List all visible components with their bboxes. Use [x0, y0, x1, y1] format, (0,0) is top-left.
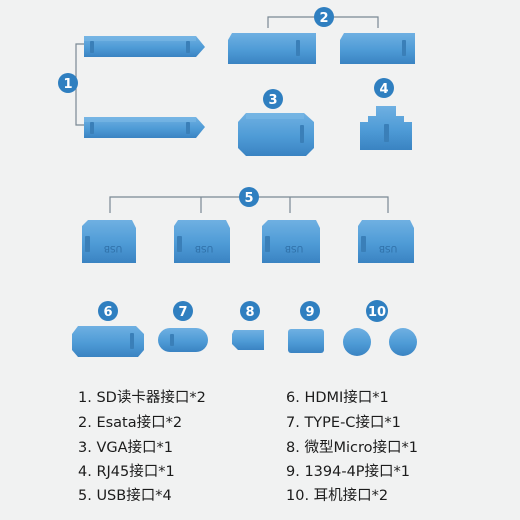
usb-label-3: USB: [285, 243, 303, 253]
legend-item-2: 2. Esata接口*2: [78, 415, 183, 431]
earphone-plug-left: [343, 328, 371, 356]
badge-9: 9: [300, 301, 320, 321]
legend: 1. SD读卡器接口*2 2. Esata接口*2 3. VGA接口*1 4. …: [0, 380, 520, 510]
svg-text:8: 8: [245, 305, 254, 320]
svg-text:5: 5: [244, 191, 253, 206]
svg-text:4: 4: [379, 82, 388, 97]
svg-text:3: 3: [268, 93, 277, 108]
legend-item-8: 8. 微型Micro接口*1: [286, 440, 418, 456]
usb-plug-2: USB: [174, 220, 230, 263]
usb-plug-4: USB: [358, 220, 414, 263]
usb-label-4: USB: [379, 243, 397, 253]
rj45-plug: [360, 106, 412, 150]
usb-plug-3: USB: [262, 220, 320, 263]
svg-text:1: 1: [63, 77, 72, 92]
badge-8: 8: [240, 301, 260, 321]
legend-item-3: 3. VGA接口*1: [78, 440, 173, 456]
usb-label-2: USB: [195, 243, 213, 253]
type-c-plug: [158, 328, 208, 352]
esata-plug-left: [228, 33, 316, 64]
hdmi-plug: [72, 326, 144, 357]
usb-plug-1: USB: [82, 220, 136, 263]
legend-item-4: 4. RJ45接口*1: [78, 464, 175, 480]
vga-plug: [238, 113, 314, 156]
legend-item-7: 7. TYPE-C接口*1: [286, 415, 401, 431]
micro-usb-plug: [232, 330, 264, 350]
legend-item-5: 5. USB接口*4: [78, 488, 172, 504]
legend-item-10: 10. 耳机接口*2: [286, 488, 389, 504]
badge-7: 7: [173, 301, 193, 321]
badge-10: 10: [366, 300, 388, 322]
legend-item-6: 6. HDMI接口*1: [286, 390, 389, 406]
svg-text:2: 2: [319, 11, 328, 26]
legend-item-9: 9. 1394-4P接口*1: [286, 464, 411, 480]
badge-5: 5: [239, 187, 259, 207]
svg-text:9: 9: [305, 305, 314, 320]
badge-2: 2: [314, 7, 334, 27]
sd-card-plug-top: [84, 36, 205, 57]
sd-card-plug-bottom: [84, 117, 205, 138]
esata-plug-right: [340, 33, 415, 64]
badge-6: 6: [98, 301, 118, 321]
legend-item-1: 1. SD读卡器接口*2: [78, 390, 206, 406]
svg-text:10: 10: [368, 305, 386, 320]
usb-label-1: USB: [104, 243, 122, 253]
svg-text:6: 6: [103, 305, 112, 320]
firewire-plug: [288, 329, 324, 353]
earphone-plug-right: [389, 328, 417, 356]
badge-1: 1: [58, 73, 78, 93]
svg-text:7: 7: [178, 305, 187, 320]
badge-4: 4: [374, 78, 394, 98]
badge-3: 3: [263, 89, 283, 109]
